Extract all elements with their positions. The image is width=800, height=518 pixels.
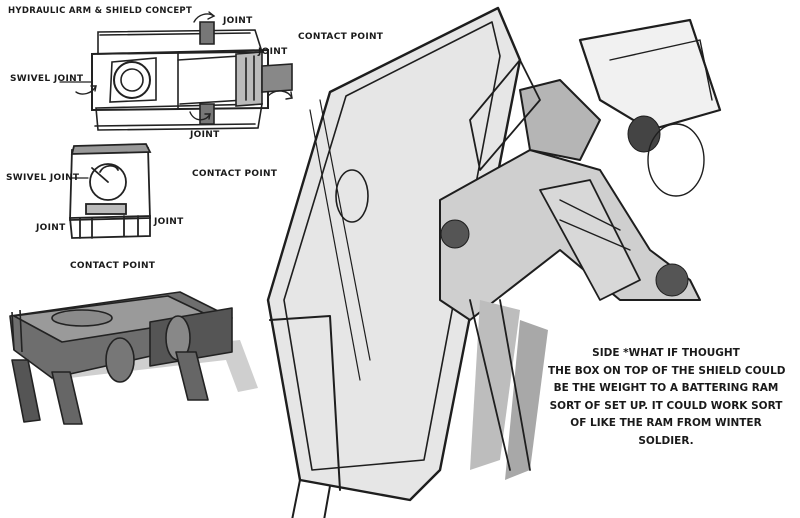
note-line-4: SORT OF SET UP. IT COULD WORK SORT (549, 399, 783, 412)
label-joint-top: JOINT (223, 16, 253, 26)
label-swivel-joint-top: SWIVEL JOINT (10, 74, 84, 84)
note-line-3: BE THE WEIGHT TO A BATTERING RAM (553, 382, 779, 394)
label-swivel-joint-mid: SWIVEL JOINT (6, 173, 80, 183)
shield-perspective-sketch (9, 291, 258, 425)
label-joint-mid-right: JOINT (154, 217, 184, 227)
sketch-title: HYDRAULIC ARM & SHIELD CONCEPT (8, 6, 193, 16)
label-joint-right: JOINT (258, 47, 288, 57)
label-joint-bottom: JOINT (190, 130, 220, 140)
note-line-2: THE BOX ON TOP OF THE SHIELD COULD (548, 364, 786, 377)
label-contact-point-mid: CONTACT POINT (192, 169, 278, 179)
label-joint-mid-left: JOINT (36, 223, 66, 233)
hydraulic-arm-top-view (59, 11, 293, 131)
shield-front-view (69, 143, 152, 239)
label-contact-point-top: CONTACT POINT (298, 32, 384, 42)
label-contact-point-lower: CONTACT POINT (70, 261, 156, 271)
note-line-1: SIDE *WHAT IF THOUGHT (592, 347, 740, 359)
robot-sketch (266, 6, 722, 518)
side-note: SIDE *WHAT IF THOUGHT THE BOX ON TOP OF … (548, 345, 786, 450)
note-line-6: SOLDIER. (638, 434, 694, 447)
note-line-5: OF LIKE THE RAM FROM WINTER (570, 417, 762, 429)
